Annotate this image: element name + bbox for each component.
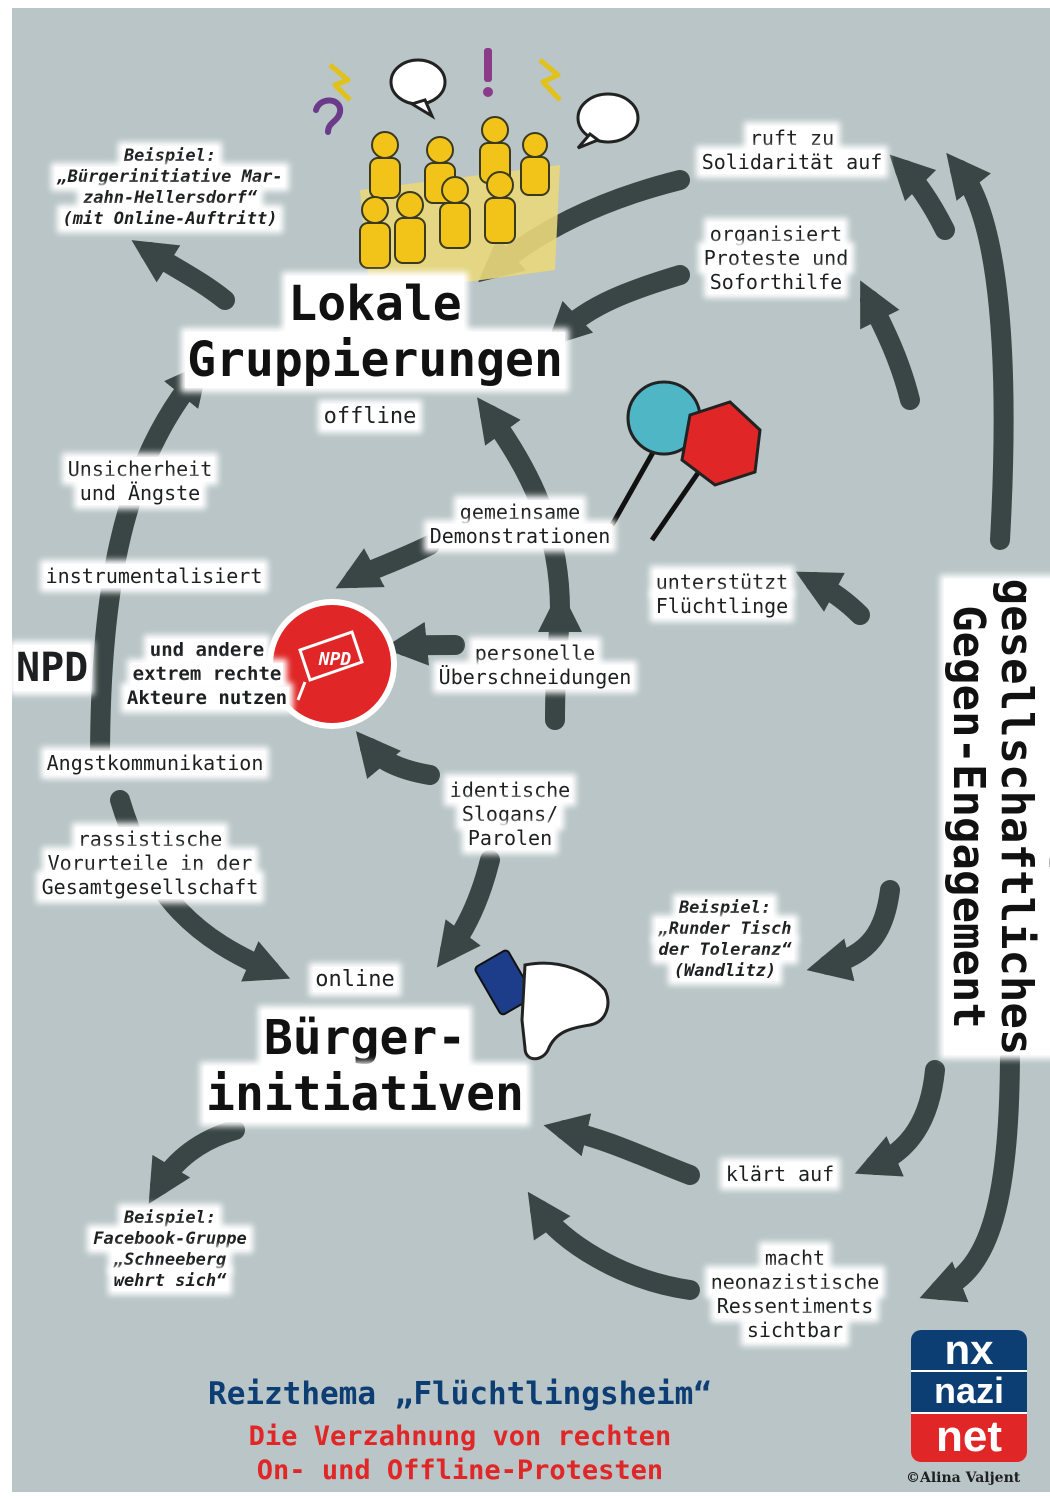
- label-klaert-auf: klärt auf: [723, 1162, 837, 1186]
- arrow-engagement-org: [860, 280, 920, 410]
- poster-title: Reizthema „Flüchtlingsheim“: [208, 1376, 712, 1412]
- node-zivilgesellschaftliches-engagement: Zivil- gesellschaftliches Gegen-Engageme…: [938, 352, 1050, 1282]
- question-icon: [313, 97, 343, 135]
- arrow-macht-buerger: [527, 1191, 700, 1300]
- label-identische-slogans: identische Slogans/ Parolen: [447, 778, 573, 850]
- label-unterstuetzt-fluechtlinge: unterstützt Flüchtlinge: [653, 570, 791, 618]
- arrow-engagement-klaert: [854, 1060, 945, 1177]
- label-beispiel-runder-tisch: Beispiel: „Runder Tisch der Toleranz“ (W…: [656, 898, 794, 981]
- npd-sign-label: NPD: [318, 649, 352, 670]
- label-online: online: [313, 967, 397, 992]
- crowd-icon: [359, 116, 560, 295]
- arrow-org-lokale: [546, 265, 690, 348]
- arrow-left-up: [90, 360, 209, 770]
- thumbs-down-icon: [474, 949, 610, 1061]
- arrow-gemeinsame-npd: [335, 535, 440, 589]
- node-buergerinitiativen: Bürger- initiativen: [204, 1010, 526, 1122]
- copyright: ©Alina Valjent: [906, 1470, 1021, 1486]
- arrow-personelle-npd: [383, 621, 465, 666]
- label-offline: offline: [321, 404, 419, 429]
- arrow-center-down: [436, 850, 500, 968]
- logo-line-3: net: [911, 1414, 1027, 1462]
- arrow-outer-bottom: [919, 1040, 1020, 1303]
- label-ruft-solidaritaet: ruft zu Solidarität auf: [699, 126, 885, 174]
- arrow-engagement-unterstuetzt: [795, 571, 870, 625]
- label-organisiert-proteste: organisiert Proteste und Soforthilfe: [701, 222, 851, 294]
- lightning-icon: [328, 58, 562, 102]
- label-personelle-ueberschneidungen: personelle Überschneidungen: [436, 641, 634, 689]
- logo-line-1: nx: [911, 1330, 1027, 1371]
- arrow-lokale-beispiel: [131, 240, 235, 310]
- label-instrumentalisiert: instrumentalisiert: [43, 564, 265, 588]
- arrow-engagement-runder: [806, 880, 900, 982]
- exclamation-icon: [483, 48, 493, 97]
- arrow-engagement-ruft: [889, 154, 955, 240]
- node-npd: NPD: [14, 622, 284, 691]
- nonazi-logo: nx nazi net: [911, 1330, 1027, 1462]
- node-lokale-gruppierungen: Lokale Gruppierungen: [185, 276, 565, 388]
- label-macht-sichtbar: macht neonazistische Ressentiments sicht…: [708, 1246, 882, 1342]
- label-gemeinsame-demonstrationen: gemeinsame Demonstrationen: [427, 500, 613, 548]
- arrow-outer-top: [946, 152, 1014, 550]
- poster-subtitle: Die Verzahnung von rechten On- und Offli…: [248, 1421, 672, 1486]
- arrow-buerger-schneeberg: [148, 1120, 245, 1204]
- arrow-identische-npd: [355, 731, 440, 785]
- speech-bubble-icon: [389, 58, 640, 150]
- arrow-klaert-buerger: [543, 1113, 700, 1185]
- logo-line-2: nazi: [911, 1372, 1027, 1412]
- label-rassistische: rassistische Vorurteile in der Gesamtges…: [39, 827, 261, 899]
- label-beispiel-schneeberg: Beispiel: Facebook-Gruppe „Schneeberg we…: [91, 1208, 249, 1291]
- npd-title: NPD: [14, 645, 91, 691]
- label-unsicherheit: Unsicherheit und Ängste: [65, 457, 215, 505]
- npd-description: und andere extrem rechte Akteure nutzen: [124, 639, 290, 709]
- label-angstkommunikation: Angstkommunikation: [44, 751, 266, 775]
- protest-signs-icon: [609, 380, 762, 542]
- label-beispiel-marzahn: Beispiel: „Bürgerinitiative Mar- zahn-He…: [55, 146, 285, 229]
